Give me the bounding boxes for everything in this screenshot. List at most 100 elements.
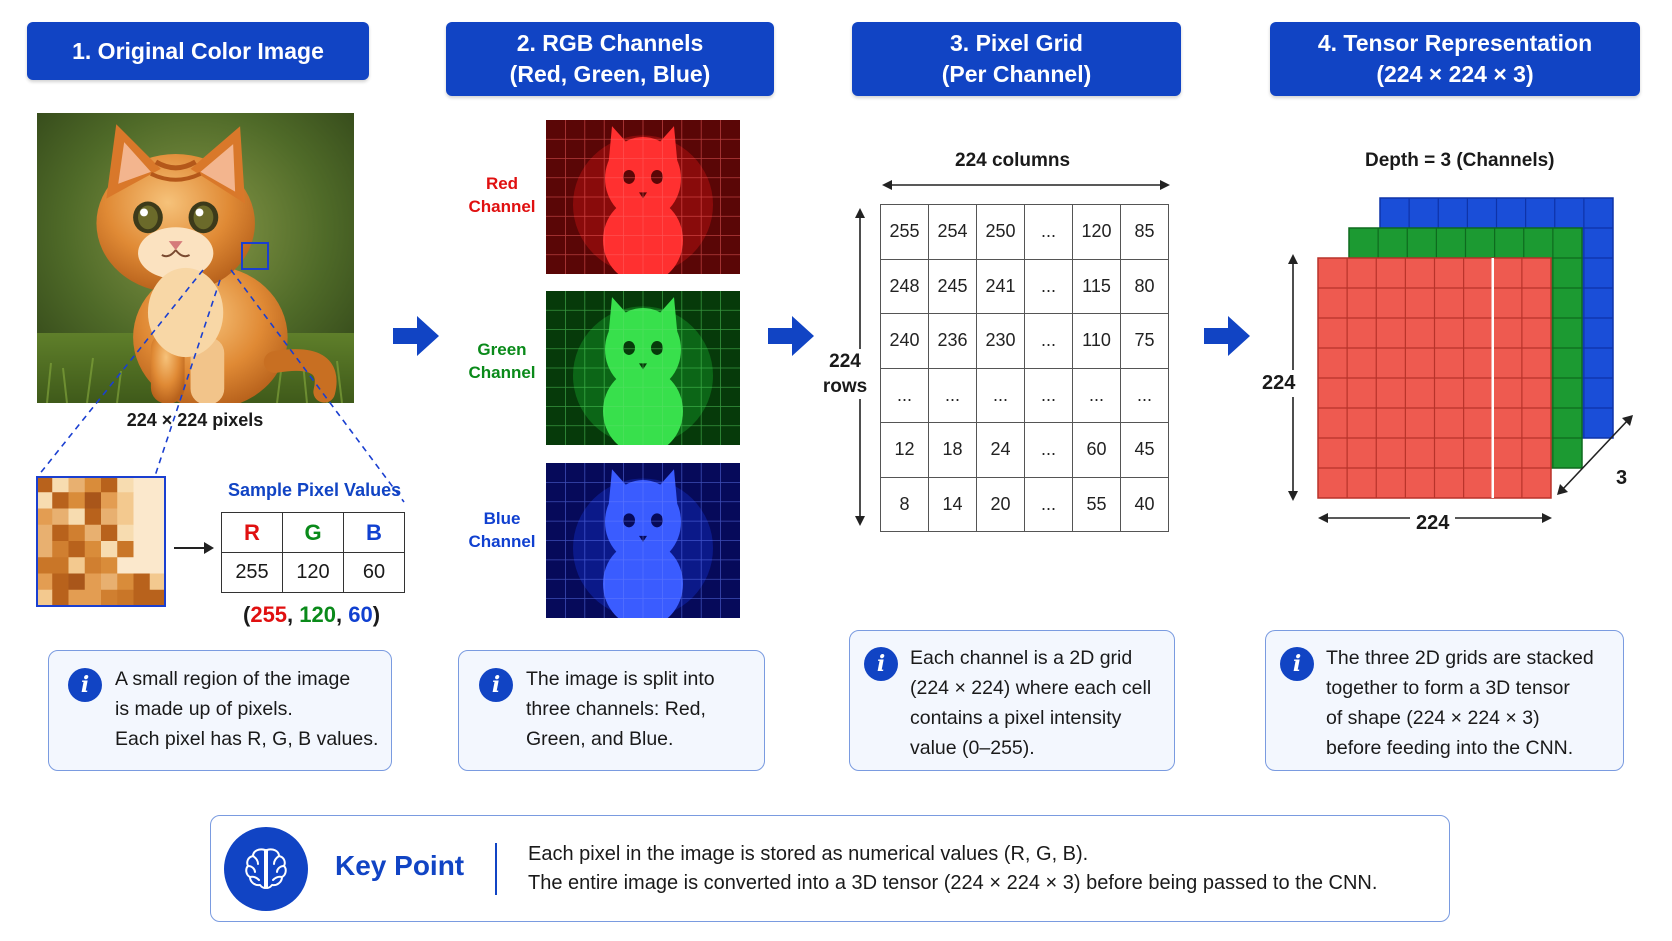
grid-cell: 40 <box>1120 476 1169 532</box>
info-box-2 <box>458 650 765 771</box>
info-box-1 <box>48 650 392 771</box>
step-1-title: 1. Original Color Image <box>72 37 324 64</box>
grid-cell: 24 <box>976 422 1025 478</box>
green-channel-label: Green Channel <box>462 338 542 384</box>
small-arrow <box>174 542 214 554</box>
b-header: B <box>343 512 405 553</box>
key-point-title: Key Point <box>335 850 465 881</box>
grid-cell: 110 <box>1072 313 1121 369</box>
blue-label-line2: Channel <box>468 532 536 551</box>
sample-pixel-values-title: Sample Pixel Values <box>228 480 402 500</box>
g-header: G <box>282 512 344 553</box>
info-icon: i <box>479 668 513 702</box>
green-label-line1: Green <box>477 340 527 359</box>
grid-cell: 55 <box>1072 476 1121 532</box>
info-1-line-1: A small region of the image <box>115 668 351 690</box>
info-3-line-1: Each channel is a 2D grid <box>910 647 1133 669</box>
grid-cell: 60 <box>1072 422 1121 478</box>
tensor-height-label: 224 <box>1262 370 1296 397</box>
grid-cell: ... <box>1072 367 1121 423</box>
flow-arrow-2 <box>768 316 814 356</box>
grid-cell: 120 <box>1072 204 1121 260</box>
flow-arrow-3 <box>1204 316 1250 356</box>
grid-cell: 236 <box>928 313 977 369</box>
grid-cell: 115 <box>1072 258 1121 314</box>
grid-cell: 230 <box>976 313 1025 369</box>
info-1-line-2: is made up of pixels. <box>115 698 293 720</box>
grid-cell: ... <box>880 367 929 423</box>
grid-cell: ... <box>928 367 977 423</box>
green-channel-image <box>546 291 740 455</box>
rows-label: 224 rows <box>818 349 872 399</box>
step-2-title-line2: (Red, Green, Blue) <box>509 61 711 87</box>
grid-cell: ... <box>1024 204 1073 260</box>
grid-cell: ... <box>1024 313 1073 369</box>
grid-cell: 45 <box>1120 422 1169 478</box>
grid-cell: 80 <box>1120 258 1169 314</box>
grid-cell: 75 <box>1120 313 1169 369</box>
info-1-line-3: Each pixel has R, G, B values. <box>115 728 379 750</box>
grid-cell: ... <box>1024 367 1073 423</box>
grid-cell: ... <box>1120 367 1169 423</box>
info-3-line-4: value (0–255). <box>910 737 1035 759</box>
grid-row: .................. <box>880 367 1169 423</box>
grid-cell: 245 <box>928 258 977 314</box>
red-label-line1: Red <box>485 174 519 193</box>
sample-pixel-table: R G B 255 120 60 <box>221 512 405 593</box>
key-point-line-2: The entire image is converted into a 3D … <box>528 872 1378 894</box>
info-2-line-3: Green, and Blue. <box>526 728 674 750</box>
key-point-text: Each pixel in the image is stored as num… <box>528 840 1377 898</box>
info-text-2: The image is split into three channels: … <box>526 664 715 754</box>
blue-label-line1: Blue <box>483 509 521 528</box>
flow-arrow-1 <box>393 316 439 356</box>
info-2-line-1: The image is split into <box>526 668 715 690</box>
step-3-header: 3. Pixel Grid (Per Channel) <box>852 22 1181 96</box>
r-header: R <box>221 512 283 553</box>
info-text-4: The three 2D grids are stacked together … <box>1326 643 1594 763</box>
rows-label-num: 224 <box>829 351 861 372</box>
tuple-open: ( <box>243 602 251 627</box>
grid-cell: ... <box>1024 258 1073 314</box>
b-value: 60 <box>343 552 405 593</box>
columns-arrow <box>882 180 1170 190</box>
tuple-b: 60 <box>348 602 373 627</box>
grid-cell: 18 <box>928 422 977 478</box>
step-4-title-line2: (224 × 224 × 3) <box>1376 61 1534 87</box>
grid-cell: 12 <box>880 422 929 478</box>
key-point-line-1: Each pixel in the image is stored as num… <box>528 843 1089 865</box>
red-channel-image <box>546 120 740 284</box>
tensor-stack <box>1288 197 1633 523</box>
columns-label: 224 columns <box>955 150 1071 171</box>
tuple-sep2: , <box>336 602 349 627</box>
info-2-line-2: three channels: Red, <box>526 698 706 720</box>
step-1-header: 1. Original Color Image <box>27 22 369 80</box>
step-2-header: 2. RGB Channels (Red, Green, Blue) <box>446 22 774 96</box>
grid-cell: 248 <box>880 258 929 314</box>
grid-cell: 241 <box>976 258 1025 314</box>
key-point-divider <box>495 843 497 895</box>
info-4-line-3: of shape (224 × 224 × 3) <box>1326 707 1540 729</box>
tensor-width-label: 224 <box>1410 512 1456 535</box>
grid-cell: 254 <box>928 204 977 260</box>
grid-cell: 8 <box>880 476 929 532</box>
tuple-r: 255 <box>250 602 288 627</box>
grid-cell: 250 <box>976 204 1025 260</box>
rows-label-word: rows <box>822 376 868 397</box>
grid-cell: 14 <box>928 476 977 532</box>
step-4-header: 4. Tensor Representation (224 × 224 × 3) <box>1270 22 1640 96</box>
grid-cell: 255 <box>880 204 929 260</box>
grid-cell: 85 <box>1120 204 1169 260</box>
g-value: 120 <box>282 552 344 593</box>
grid-cell: ... <box>976 367 1025 423</box>
info-4-line-1: The three 2D grids are stacked <box>1326 647 1594 669</box>
green-label-line2: Channel <box>468 363 536 382</box>
info-icon: i <box>864 647 898 681</box>
rgb-tuple: (255, 120, 60) <box>243 602 380 628</box>
red-channel-label: Red Channel <box>462 172 542 218</box>
info-icon: i <box>1280 647 1314 681</box>
blue-channel-image <box>546 463 740 628</box>
